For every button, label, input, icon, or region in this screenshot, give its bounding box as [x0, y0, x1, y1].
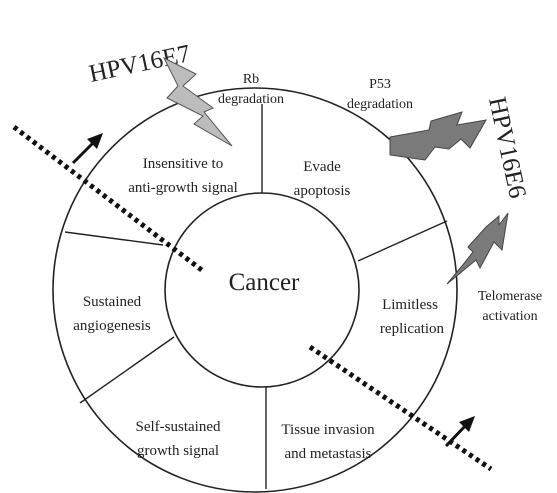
segment-insensitive-line2: anti-growth signal — [128, 180, 238, 196]
divider-left — [64, 231, 164, 246]
segment-selfsustained-line1: Self-sustained — [136, 419, 221, 435]
virus-e6-label: HPV16E6 — [483, 95, 531, 201]
segment-tissue-line2: and metastasis — [284, 446, 371, 462]
divider-upper-right — [357, 220, 448, 262]
effect-rb-line2: degradation — [218, 92, 284, 107]
effect-telomerase-line1: Telomerase — [478, 289, 542, 304]
segment-evade-line2: apoptosis — [294, 183, 351, 199]
e6-upper-lightning-bolt-icon — [389, 111, 487, 161]
upper-dashed-line — [12, 125, 205, 273]
effect-p53-line1: P53 — [369, 77, 391, 92]
segment-angiogenesis-line1: Sustained — [83, 294, 142, 310]
e7-lightning-bolt-icon — [162, 56, 233, 147]
segment-insensitive-line1: Insensitive to — [143, 156, 223, 172]
segment-evade-line1: Evade — [303, 159, 341, 175]
lower-arrow-head-icon — [459, 416, 475, 432]
upper-arrow-head-icon — [87, 133, 103, 149]
segment-limitless-line2: replication — [380, 321, 445, 337]
center-label: Cancer — [229, 269, 300, 296]
segment-limitless-line1: Limitless — [382, 297, 438, 313]
outer-ring — [52, 87, 458, 493]
e6-lower-lightning-bolt-icon — [446, 212, 509, 285]
effect-telomerase-line2: activation — [482, 309, 537, 324]
segment-tissue-line1: Tissue invasion — [281, 422, 375, 438]
segment-selfsustained-line2: growth signal — [137, 443, 219, 459]
effect-p53-line2: degradation — [347, 97, 413, 112]
divider-lower-left — [79, 336, 175, 404]
segment-angiogenesis-line2: angiogenesis — [73, 318, 151, 334]
effect-rb-line1: Rb — [243, 72, 259, 87]
